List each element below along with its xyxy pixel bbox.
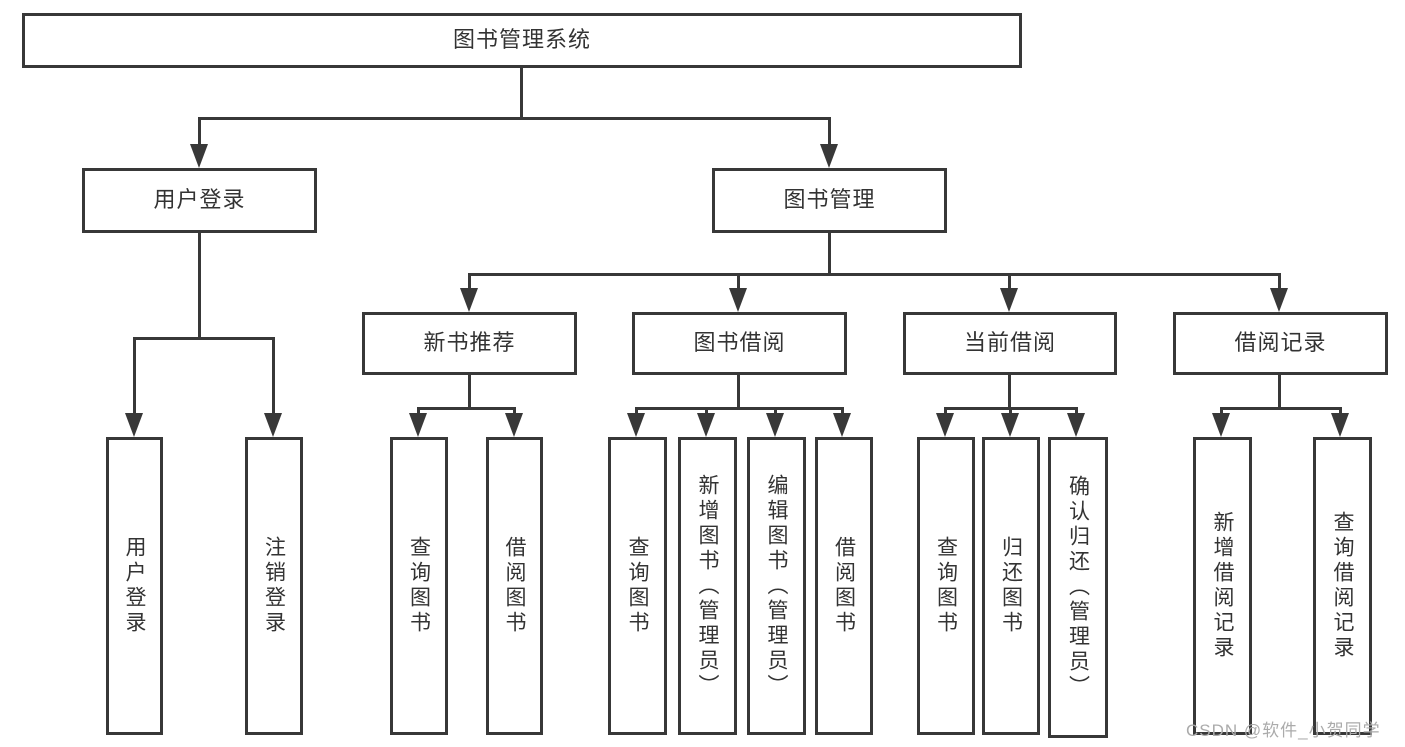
arrowhead — [1067, 413, 1085, 437]
arrowhead-leaf-logout — [264, 413, 282, 437]
connector-borrow-records-rail — [1220, 407, 1342, 410]
leaf-user-login: 用户登录 — [106, 437, 163, 735]
arrowhead-book-mgmt — [820, 144, 838, 168]
connector-drop-book-mgmt — [828, 117, 831, 147]
arrowhead — [936, 413, 954, 437]
connector-drop — [1220, 407, 1223, 417]
connector-user-login-stem — [198, 233, 201, 340]
connector-drop-current-borrow — [1008, 273, 1011, 291]
connector-drop-borrow-records — [1278, 273, 1281, 291]
connector-book-mgmt-rail — [468, 273, 1281, 276]
connector-borrow-records-stem — [1278, 375, 1281, 410]
csdn-watermark: CSDN @软件_小贺同学 — [1186, 721, 1381, 740]
arrowhead — [1331, 413, 1349, 437]
arrowhead-user-login — [190, 144, 208, 168]
connector-drop — [1075, 407, 1078, 417]
arrowhead-new-book — [460, 288, 478, 312]
leaf-recommend-borrow-books: 借阅图书 — [486, 437, 543, 735]
connector-book-borrow-rail — [635, 407, 844, 410]
arrowhead — [627, 413, 645, 437]
leaf-add-books-admin: 新增图书（管理员） — [678, 437, 737, 735]
arrowhead — [505, 413, 523, 437]
leaf-return-books: 归还图书 — [982, 437, 1040, 735]
leaf-confirm-return-admin: 确认归还（管理员） — [1048, 437, 1108, 738]
connector-book-mgmt-stem — [828, 233, 831, 276]
connector-drop-leaf-logout — [272, 337, 275, 417]
node-book-borrow: 图书借阅 — [632, 312, 847, 375]
arrowhead-borrow-records — [1270, 288, 1288, 312]
connector-drop — [841, 407, 844, 417]
connector-drop — [774, 407, 777, 417]
leaf-recommend-query-books: 查询图书 — [390, 437, 448, 735]
connector-book-borrow-stem — [737, 375, 740, 410]
node-current-borrow: 当前借阅 — [903, 312, 1117, 375]
arrowhead-current-borrow — [1000, 288, 1018, 312]
leaf-edit-books-admin: 编辑图书（管理员） — [747, 437, 806, 735]
leaf-logout: 注销登录 — [245, 437, 303, 735]
connector-new-book-stem — [468, 375, 471, 410]
leaf-borrow-books: 借阅图书 — [815, 437, 873, 735]
arrowhead — [1212, 413, 1230, 437]
connector-drop — [1009, 407, 1012, 417]
arrowhead-book-borrow — [729, 288, 747, 312]
connector-drop — [513, 407, 516, 417]
connector-drop-user-login — [198, 117, 201, 147]
leaf-query-borrow-record: 查询借阅记录 — [1313, 437, 1372, 735]
node-root-system: 图书管理系统 — [22, 13, 1022, 68]
leaf-current-query-books: 查询图书 — [917, 437, 975, 735]
connector-new-book-rail — [417, 407, 516, 410]
node-new-book-recommend: 新书推荐 — [362, 312, 577, 375]
arrowhead — [409, 413, 427, 437]
arrowhead — [1001, 413, 1019, 437]
arrowhead — [833, 413, 851, 437]
arrowhead-leaf-login — [125, 413, 143, 437]
connector-root-stem — [520, 68, 523, 118]
connector-user-login-rail — [133, 337, 275, 340]
connector-drop — [944, 407, 947, 417]
node-user-login: 用户登录 — [82, 168, 317, 233]
connector-drop — [1339, 407, 1342, 417]
node-book-management: 图书管理 — [712, 168, 947, 233]
connector-drop — [417, 407, 420, 417]
leaf-borrow-query-books: 查询图书 — [608, 437, 667, 735]
connector-drop — [635, 407, 638, 417]
arrowhead — [697, 413, 715, 437]
connector-root-rail — [198, 117, 831, 120]
leaf-add-borrow-record: 新增借阅记录 — [1193, 437, 1252, 735]
node-borrow-records: 借阅记录 — [1173, 312, 1388, 375]
connector-drop-leaf-login — [133, 337, 136, 417]
connector-drop-new-book — [468, 273, 471, 291]
connector-current-borrow-stem — [1008, 375, 1011, 410]
arrowhead — [766, 413, 784, 437]
connector-drop-book-borrow — [737, 273, 740, 291]
connector-drop — [705, 407, 708, 417]
